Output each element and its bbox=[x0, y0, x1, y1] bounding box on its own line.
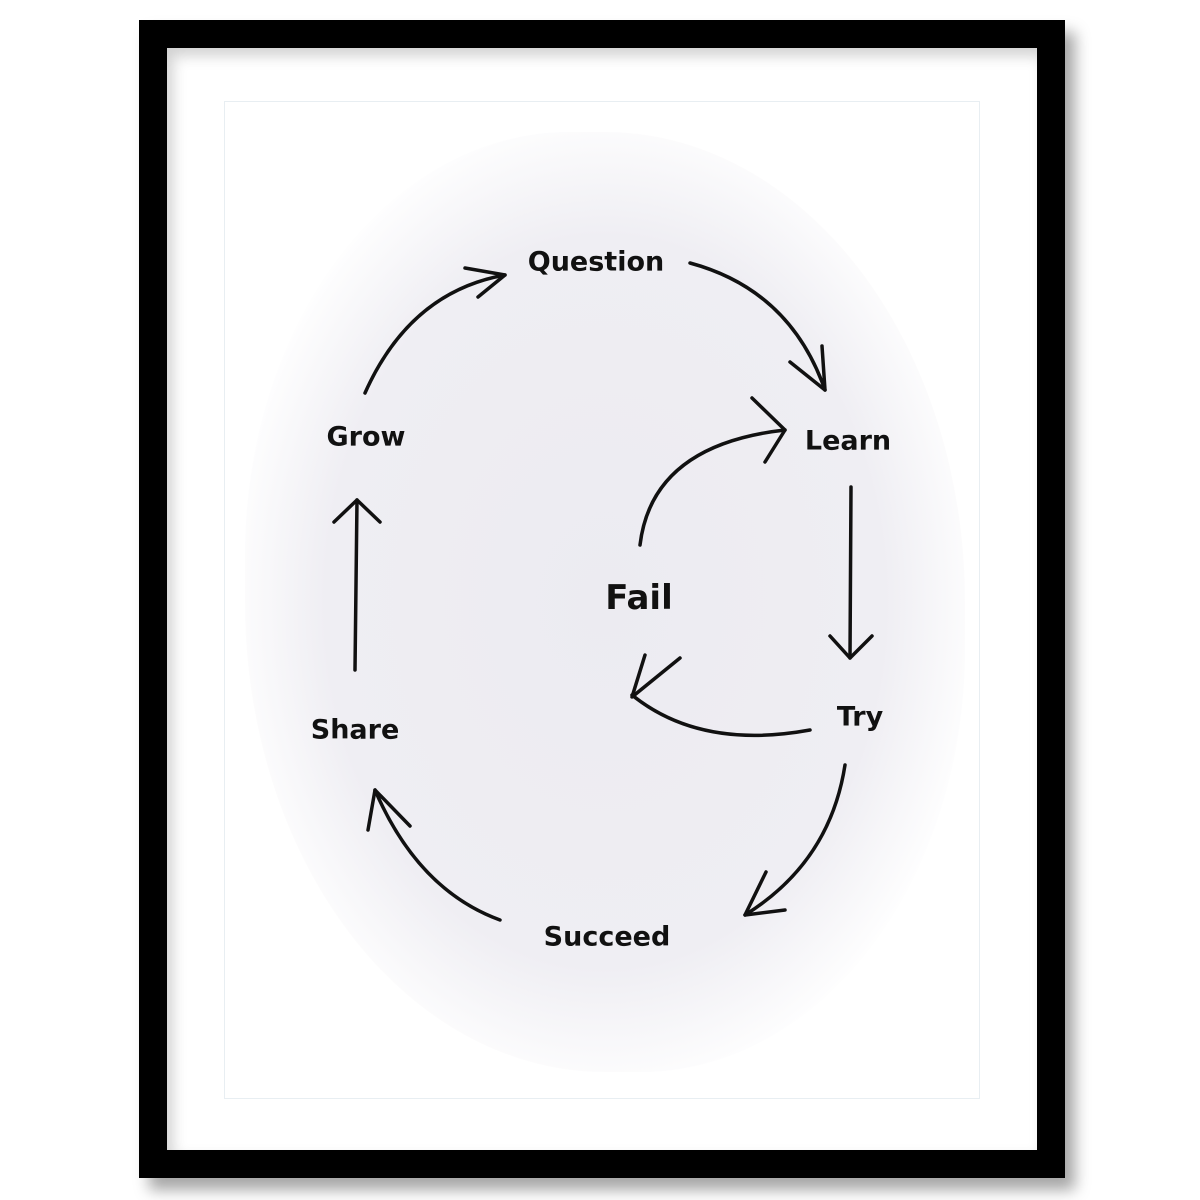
arrow-try-to-fail bbox=[630, 653, 812, 738]
arrow-grow-to-question bbox=[363, 266, 507, 395]
arrow-try-to-succeed bbox=[743, 763, 847, 917]
frame-mat bbox=[167, 48, 1037, 1150]
node-question: Question bbox=[527, 246, 665, 278]
watercolor-wash bbox=[245, 132, 965, 1072]
arrow-question-to-learn bbox=[688, 261, 827, 392]
node-try: Try bbox=[836, 701, 884, 733]
node-succeed: Succeed bbox=[543, 921, 671, 953]
node-share: Share bbox=[310, 714, 400, 746]
node-grow: Grow bbox=[326, 421, 406, 453]
arrow-succeed-to-share bbox=[366, 788, 502, 922]
artwork bbox=[224, 101, 980, 1099]
node-fail: Fail bbox=[605, 578, 673, 618]
picture-frame bbox=[139, 20, 1065, 1178]
node-learn: Learn bbox=[804, 425, 892, 457]
arrow-fail-to-learn bbox=[638, 396, 787, 547]
arrow-share-to-grow bbox=[332, 498, 382, 672]
arrow-learn-to-try bbox=[828, 485, 874, 660]
